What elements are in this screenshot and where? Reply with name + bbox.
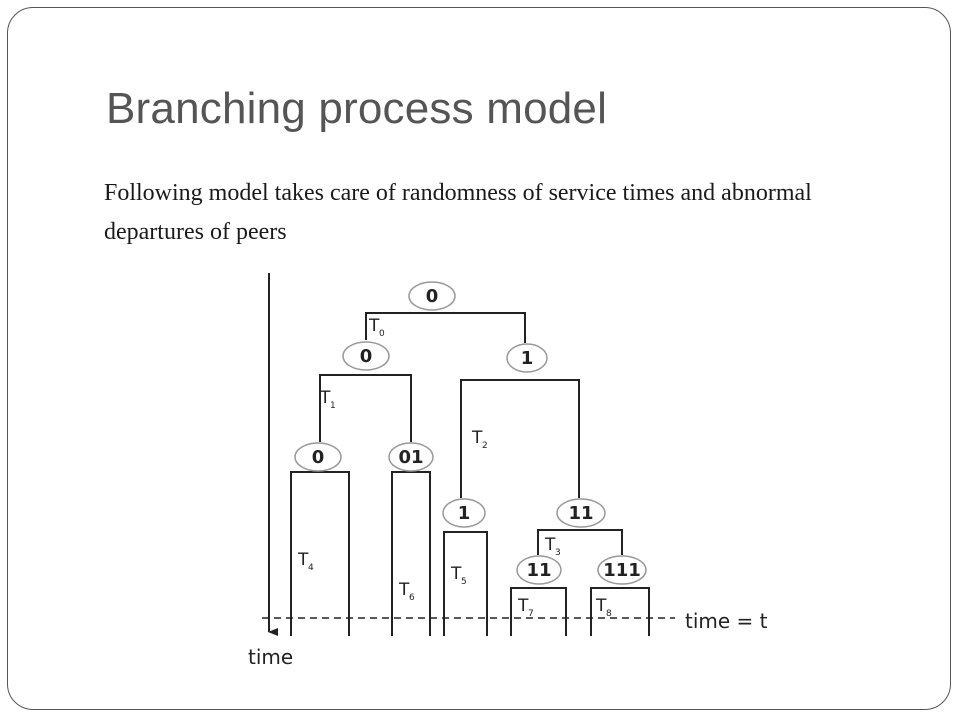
node-label: 111 — [603, 560, 641, 581]
slide-body-text: Following model takes care of randomness… — [104, 180, 812, 245]
duration-sub: 6 — [409, 593, 415, 603]
node-label: 1 — [458, 503, 471, 524]
duration-main: T — [471, 428, 483, 448]
duration-main: T — [368, 316, 380, 336]
node-l1-0: 0 — [342, 341, 390, 371]
duration-sub: 1 — [330, 401, 336, 411]
node-l2-0: 0 — [294, 442, 342, 472]
node-label: 1 — [521, 348, 534, 369]
edge-leaf-11 — [510, 587, 567, 636]
slide-title: Branching process model — [106, 84, 608, 133]
slide-frame — [7, 7, 951, 710]
edge-node0-split — [319, 374, 412, 442]
edge-leaf-0 — [290, 471, 350, 636]
tree-edges — [262, 273, 675, 636]
edge-root-split — [365, 312, 526, 343]
time-axis-label: time — [248, 645, 293, 669]
node-l2-11: 11 — [556, 498, 606, 528]
duration-sub: 5 — [461, 577, 467, 587]
node-label: 11 — [568, 503, 593, 524]
node-l1-1: 1 — [506, 343, 548, 373]
edge-node11-split — [537, 529, 623, 555]
edge-node1-split — [460, 379, 580, 498]
node-l2-1: 1 — [442, 498, 486, 528]
node-l3-111: 111 — [597, 555, 647, 585]
node-label: 01 — [398, 447, 423, 468]
duration-sub: 0 — [379, 329, 385, 339]
node-l3-11: 11 — [516, 555, 562, 585]
node-label: 0 — [426, 286, 439, 307]
node-root: 0 — [408, 281, 456, 311]
node-label: 11 — [526, 560, 551, 581]
duration-main: T — [517, 596, 529, 616]
duration-main: T — [450, 564, 462, 584]
duration-sub: 2 — [482, 441, 488, 451]
duration-main: T — [297, 550, 309, 570]
duration-main: T — [398, 580, 410, 600]
node-l2-01: 01 — [388, 442, 434, 472]
edge-leaf-1 — [443, 531, 488, 636]
duration-main: T — [595, 596, 607, 616]
edge-leaf-01 — [391, 471, 431, 636]
time-cutoff-label: time = t — [685, 609, 768, 633]
duration-sub: 8 — [606, 609, 612, 619]
node-label: 0 — [312, 447, 325, 468]
duration-main: T — [544, 535, 556, 555]
duration-main: T — [319, 388, 331, 408]
duration-sub: 7 — [528, 609, 534, 619]
duration-sub: 4 — [308, 563, 314, 573]
duration-sub: 3 — [555, 548, 561, 558]
node-label: 0 — [360, 346, 373, 367]
edge-leaf-111 — [590, 587, 650, 636]
